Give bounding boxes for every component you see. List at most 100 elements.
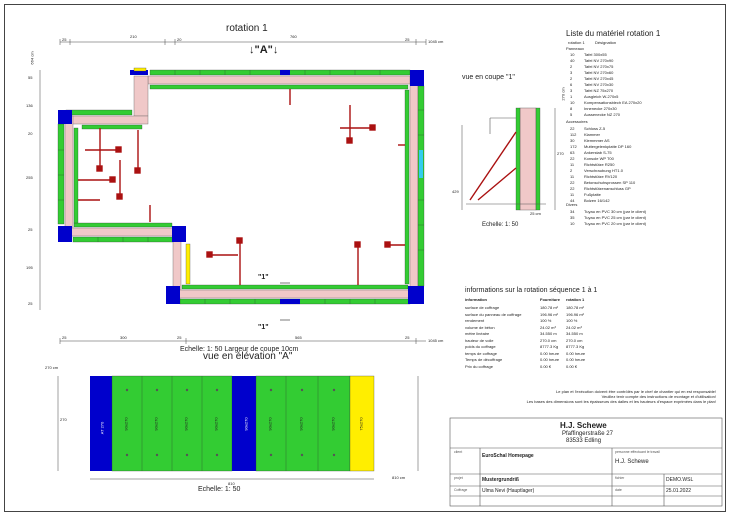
dim-left-1: 55 xyxy=(28,75,33,80)
material-qty: 2 xyxy=(570,64,573,69)
material-designation: Tafel NV 270x60 xyxy=(584,70,614,75)
info-row-label: poids du coffrage xyxy=(465,344,496,349)
dim-top-3: 20 xyxy=(177,37,182,42)
info-row-label: hauteur de voile xyxy=(465,337,494,343)
elevation-dim-total: 810 cm xyxy=(392,475,406,480)
info-row-value: 0.00 heure xyxy=(566,357,586,362)
material-designation: Kompensationsblech EA 270x20 xyxy=(584,100,642,105)
dim-bottom-5: 25 xyxy=(405,335,410,340)
info-row-value: 8777.3 Kg xyxy=(566,344,585,349)
formwork-corners xyxy=(58,70,424,304)
material-designation: Bolzen 16/142 xyxy=(584,198,610,203)
panel-label: 90x270 xyxy=(298,417,304,431)
info-header-rotation: rotation 1 xyxy=(566,297,585,302)
material-qty: 3 xyxy=(570,88,573,93)
info-row-value: 180.78 m² xyxy=(566,305,585,310)
company-name: H.J. Schewe xyxy=(560,421,607,430)
info-row-value: 100 % xyxy=(540,318,552,323)
info-row-value: 180.78 m² xyxy=(540,305,559,310)
push-pull-props xyxy=(78,89,405,285)
material-qty: 172 xyxy=(570,144,577,149)
elevation-view-graphic xyxy=(57,375,419,480)
material-designation: Schloss Z-5 xyxy=(584,126,606,131)
info-row-value: 270.0 cm xyxy=(566,337,583,343)
material-designation: Tafel NZ 75x270 xyxy=(584,88,614,93)
company-city: 83533 Edling xyxy=(566,438,602,444)
dim-left-2: 136 xyxy=(26,103,33,108)
dim-left-total: 664 cm xyxy=(29,51,35,65)
panel-joints xyxy=(58,70,424,304)
dim-bottom-2: 300 xyxy=(120,335,127,340)
title-block-grid xyxy=(449,417,723,507)
material-qty: 10 xyxy=(570,100,575,105)
material-qty: 8 xyxy=(570,106,573,111)
info-row-value: 0.00 heure xyxy=(566,350,586,356)
material-designation: Betonschuhsprossen SP 110 xyxy=(584,180,636,185)
dim-top-4: 760 xyxy=(290,34,297,39)
section-dim-left: 429 xyxy=(452,189,459,194)
rotation-info-header: Fourniture xyxy=(540,297,560,302)
panel-label: 90x270 xyxy=(267,417,273,431)
rotation-info-title: informations sur la rotation séquence 1 … xyxy=(465,287,598,294)
date-value: 25.01.2022 xyxy=(666,488,692,494)
material-col-designation: Désignation xyxy=(595,40,617,45)
rotation-info-header: information xyxy=(465,297,487,302)
panel-label: 90x270 xyxy=(153,417,159,431)
material-designation: Ausgleich W-270x5 xyxy=(584,94,619,99)
elevation-dim-left: 270 cm xyxy=(45,365,59,370)
info-row-label: Temps de décoffrage xyxy=(465,357,503,362)
client-value: EuroSchal Homepage xyxy=(482,453,534,459)
material-qty: 10 xyxy=(570,221,575,226)
section-scale: Echelle: 1: 50 xyxy=(482,222,519,228)
material-qty: 34 xyxy=(570,209,575,214)
plan-scale: Echelle: 1: 50 Largeur de coupe 10cm xyxy=(180,346,299,353)
contact-label: personne effectuant le travail xyxy=(615,450,660,454)
dim-bottom-3: 25 xyxy=(177,335,182,340)
material-qty: 22 xyxy=(570,156,575,161)
section-marker-1-lower: "1" xyxy=(258,324,269,331)
material-qty: 6 xyxy=(570,82,573,87)
material-qty: 2 xyxy=(570,168,573,173)
info-row-value: 0.00 € xyxy=(540,363,552,369)
material-designation: Muttergelenkplatte DP 160 xyxy=(584,144,632,149)
material-designation: Tafel NV 270x45 xyxy=(584,76,614,81)
material-qty: 1 xyxy=(570,94,573,99)
material-designation: Tuyau en PVC 25 cm (par le client) xyxy=(584,215,647,220)
info-row-label: surface de coffrage xyxy=(465,305,500,310)
info-row-value: 196.96 m² xyxy=(540,311,559,317)
material-designation: Ankerstab S-75 xyxy=(584,150,612,155)
info-row-value: 24.02 m³ xyxy=(566,324,582,330)
panel-label: 90x270 xyxy=(243,417,249,431)
material-qty: 22 xyxy=(570,126,575,131)
dim-left-4: 255 xyxy=(26,175,33,180)
material-section-panneaux: Panneaux xyxy=(566,46,585,51)
dim-left-5: 25 xyxy=(28,227,33,232)
info-row-label: Prix du coffrage xyxy=(465,363,493,369)
material-designation: Richtstützenanschluss GP xyxy=(584,186,631,191)
info-row-value: 34.550 m xyxy=(566,331,583,336)
material-qty: 22 xyxy=(570,186,575,191)
info-row-value: 270.0 cm xyxy=(540,337,557,343)
info-row-value: 34.550 m xyxy=(540,331,557,336)
elevation-dim-bottom: 810 xyxy=(228,481,235,486)
material-list-title: Liste du matériel rotation 1 xyxy=(566,29,661,38)
dim-bottom-1: 25 xyxy=(62,335,67,340)
dim-bottom-4: 565 xyxy=(295,335,302,340)
section-dim-mid: 270 xyxy=(557,151,564,156)
material-designation: Innenecke 270x30 xyxy=(584,106,617,111)
section-view-graphic xyxy=(461,107,556,211)
contact-value: H.J. Schewe xyxy=(615,459,649,465)
material-qty: 11 xyxy=(570,192,575,197)
material-designation: Konsole WP T00 xyxy=(584,156,614,161)
material-section-accessoires: Accessoires xyxy=(566,119,588,124)
material-designation: Aussenecke NZ 270 xyxy=(584,112,621,117)
info-row-label: temps de coffrage xyxy=(465,350,497,356)
material-col-rotation: rotation 1 xyxy=(568,40,585,45)
note-1: Le plan et l'exécution doivent être cont… xyxy=(556,389,716,394)
note-3: Les bases des dimensions sont les épaiss… xyxy=(526,399,716,404)
info-row-value: 0.00 heure xyxy=(540,350,560,356)
info-row-value: 196.96 m² xyxy=(566,311,585,317)
section-view-title: vue en coupe "1" xyxy=(462,74,515,81)
plan-dimension-bottom xyxy=(59,338,426,344)
